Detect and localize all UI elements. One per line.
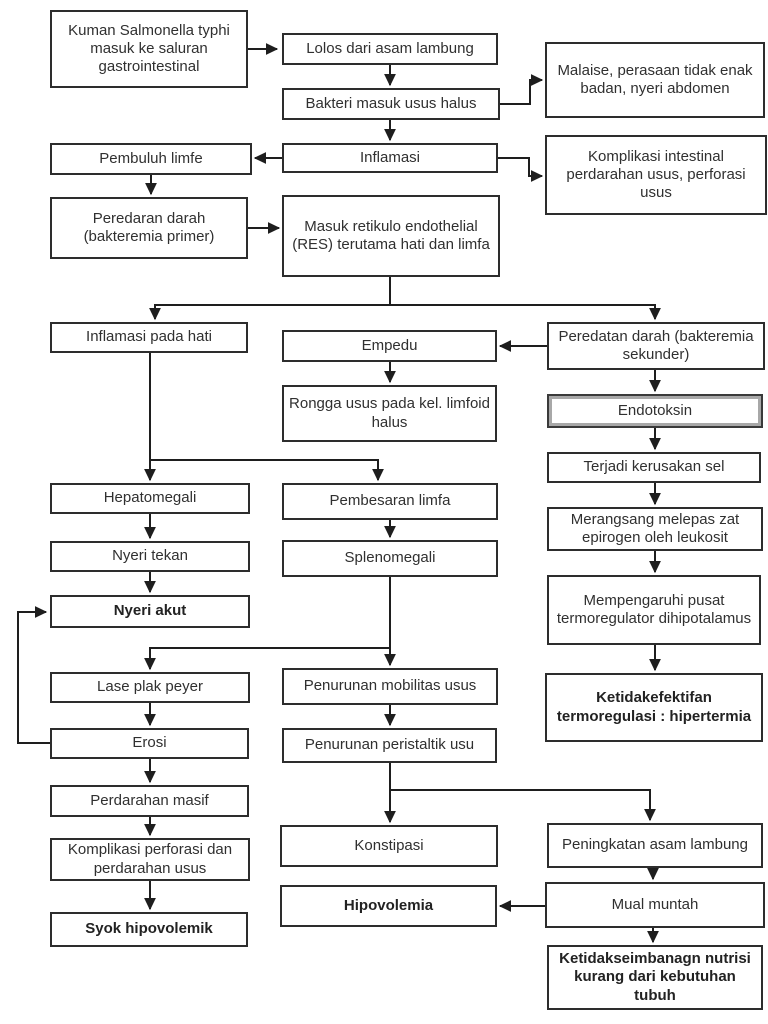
flow-node-rongga-usus: Rongga usus pada kel. limfoid halus [282, 385, 497, 442]
flow-node-kuman: Kuman Salmonella typhi masuk ke saluran … [50, 10, 248, 88]
flow-node-komplikasi-perforasi: Komplikasi perforasi dan perdarahan usus [50, 838, 250, 881]
flow-node-penurunan-mobilitas: Penurunan mobilitas usus [282, 668, 498, 705]
flow-node-splenomegali: Splenomegali [282, 540, 498, 577]
flow-node-inflamasi-hati: Inflamasi pada hati [50, 322, 248, 353]
flow-node-hepatomegali: Hepatomegali [50, 483, 250, 514]
flow-node-nyeri-tekan: Nyeri tekan [50, 541, 250, 572]
flow-node-konstipasi: Konstipasi [280, 825, 498, 867]
flow-node-peredatan-sekunder: Peredatan darah (bakteremia sekunder) [547, 322, 765, 370]
flow-node-syok-hipovolemik: Syok hipovolemik [50, 912, 248, 947]
flow-node-perdarahan-masif: Perdarahan masif [50, 785, 249, 817]
flow-node-nyeri-akut: Nyeri akut [50, 595, 250, 628]
flow-node-merangsang: Merangsang melepas zat epirogen oleh leu… [547, 507, 763, 551]
flow-node-hipovolemia: Hipovolemia [280, 885, 497, 927]
flow-node-pembesaran-limfa: Pembesaran limfa [282, 483, 498, 520]
flow-node-erosi: Erosi [50, 728, 249, 759]
flow-edge-erosi-to-nyeri-akut-feedback [17, 606, 50, 744]
flow-node-inflamasi: Inflamasi [282, 143, 498, 173]
flow-edge-inflamasi-to-komplikasi-intestinal [498, 157, 544, 182]
flow-node-lolos: Lolos dari asam lambung [282, 33, 498, 65]
flow-edge-bakteri-to-malaise [500, 74, 544, 105]
flow-node-komplikasi-intestinal: Komplikasi intestinal perdarahan usus, p… [545, 135, 767, 215]
flow-edge-peristaltik-to-peningkatan-asam [390, 789, 656, 822]
flow-node-terjadi-kerusakan: Terjadi kerusakan sel [547, 452, 761, 483]
flow-node-malaise: Malaise, perasaan tidak enak badan, nyer… [545, 42, 765, 118]
flow-edge-res-to-inflamasi-hati [149, 277, 391, 321]
flow-node-penurunan-peristaltik: Penurunan peristaltik usu [282, 728, 497, 763]
flow-node-endotoksin: Endotoksin [547, 394, 763, 428]
flow-edge-res-to-peredatan-sekunder [390, 304, 661, 321]
flow-node-ketidakefektifan: Ketidakefektifan termoregulasi : hiperte… [545, 673, 763, 742]
flow-node-ketidakseimbangan: Ketidakseimbanagn nutrisi kurang dari ke… [547, 945, 763, 1010]
flow-node-mempengaruhi: Mempengaruhi pusat termoregulator dihipo… [547, 575, 761, 645]
flow-node-bakteri: Bakteri masuk usus halus [282, 88, 500, 120]
flow-node-pembuluh-limfe: Pembuluh limfe [50, 143, 252, 175]
flow-edge-inflamasi-hati-to-pembesaran-limfa [150, 459, 384, 482]
flow-node-peningkatan-asam: Peningkatan asam lambung [547, 823, 763, 868]
flow-edge-splenomegali-to-lase-plak-peyer [144, 647, 390, 671]
flow-node-mual-muntah: Mual muntah [545, 882, 765, 928]
flow-node-empedu: Empedu [282, 330, 497, 362]
flow-node-peredaran-primer: Peredaran darah (bakteremia primer) [50, 197, 248, 259]
flow-node-lase-plak-peyer: Lase plak peyer [50, 672, 250, 703]
flow-node-res: Masuk retikulo endothelial (RES) terutam… [282, 195, 500, 277]
